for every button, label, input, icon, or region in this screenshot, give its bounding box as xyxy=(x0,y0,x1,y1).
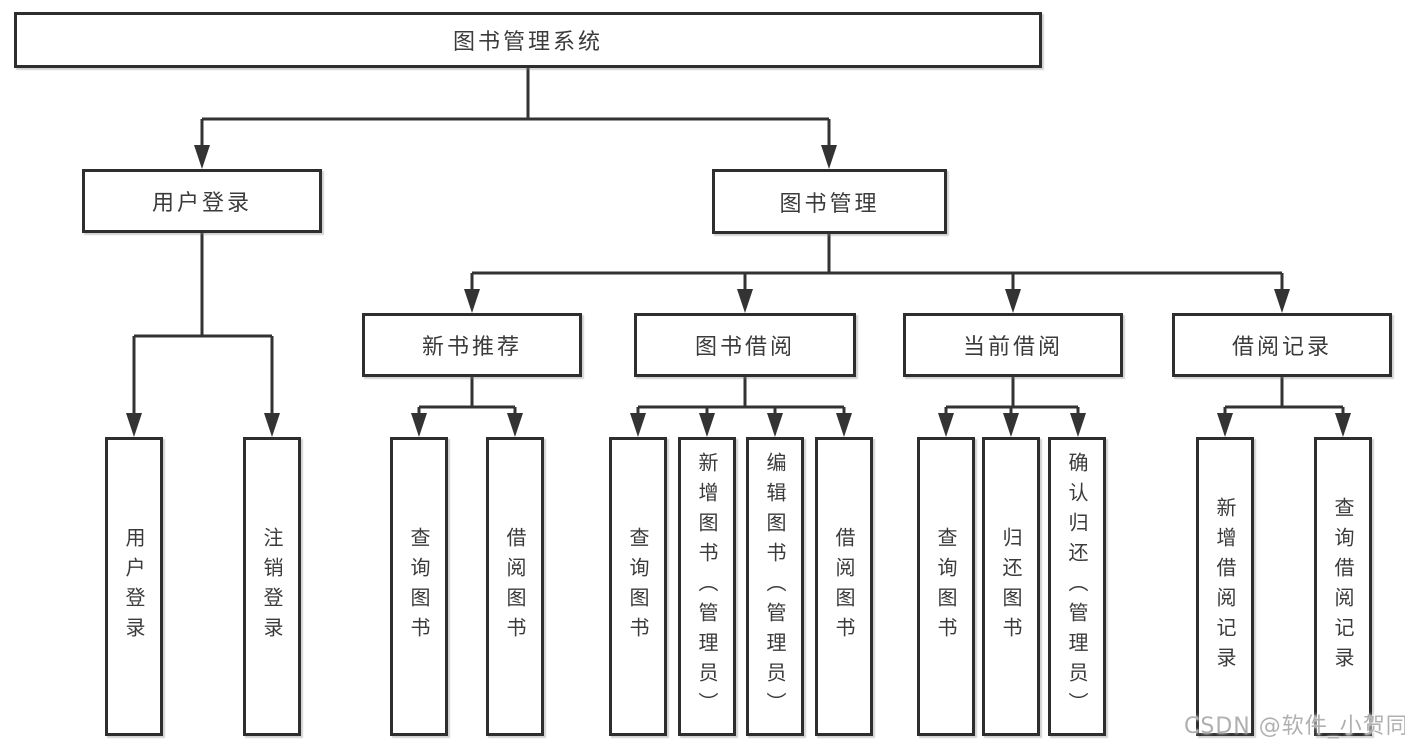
node-library-management-system: 图书管理系统 xyxy=(14,12,1042,68)
leaf-label: 确认归还（管理员） xyxy=(1065,451,1089,722)
node-label: 当前借阅 xyxy=(962,335,1063,360)
leaf-label: 归还图书 xyxy=(999,526,1023,647)
leaf-label: 新增借阅记录 xyxy=(1213,496,1237,677)
node-borrowing-records: 借阅记录 xyxy=(1172,313,1392,377)
leaf-label: 查询图书 xyxy=(407,526,431,647)
node-new-book-recommend: 新书推荐 xyxy=(362,313,582,377)
leaf-label: 借阅图书 xyxy=(832,526,856,647)
leaf-borrow-books-borrowing: 借阅图书 xyxy=(815,437,873,736)
leaf-logout: 注销登录 xyxy=(243,437,301,736)
leaf-label: 用户登录 xyxy=(122,526,146,647)
leaf-query-books-borrowing: 查询图书 xyxy=(609,437,667,736)
node-user-login: 用户登录 xyxy=(82,169,322,233)
node-label: 图书管理系统 xyxy=(452,30,603,55)
leaf-return-book: 归还图书 xyxy=(982,437,1040,736)
leaf-label: 查询借阅记录 xyxy=(1331,496,1355,677)
leaf-label: 注销登录 xyxy=(260,526,284,647)
arrowheads xyxy=(126,145,1351,437)
leaf-label: 查询图书 xyxy=(934,526,958,647)
node-label: 图书借阅 xyxy=(694,335,795,360)
leaf-query-borrow-record: 查询借阅记录 xyxy=(1314,437,1372,736)
leaf-edit-book-admin: 编辑图书（管理员） xyxy=(746,437,804,736)
node-book-management: 图书管理 xyxy=(712,169,947,234)
node-label: 图书管理 xyxy=(779,191,880,217)
leaf-label: 新增图书（管理员） xyxy=(695,451,719,722)
leaf-add-borrow-record: 新增借阅记录 xyxy=(1196,437,1254,736)
node-current-borrowing: 当前借阅 xyxy=(903,313,1123,377)
leaf-query-books-recommend: 查询图书 xyxy=(390,437,448,736)
leaf-user-login: 用户登录 xyxy=(105,437,163,736)
node-label: 用户登录 xyxy=(151,191,252,216)
csdn-watermark: CSDN @软件_小贺同学 xyxy=(1184,714,1405,739)
leaf-label: 编辑图书（管理员） xyxy=(763,451,787,722)
leaf-label: 查询图书 xyxy=(626,526,650,647)
leaf-label: 借阅图书 xyxy=(503,526,527,647)
node-label: 新书推荐 xyxy=(421,335,522,360)
leaf-query-books-current: 查询图书 xyxy=(917,437,975,736)
node-book-borrowing: 图书借阅 xyxy=(634,313,856,377)
node-label: 借阅记录 xyxy=(1231,335,1332,360)
leaf-confirm-return-admin: 确认归还（管理员） xyxy=(1048,437,1106,736)
leaf-borrow-books-recommend: 借阅图书 xyxy=(486,437,544,736)
leaf-add-book-admin: 新增图书（管理员） xyxy=(678,437,736,736)
